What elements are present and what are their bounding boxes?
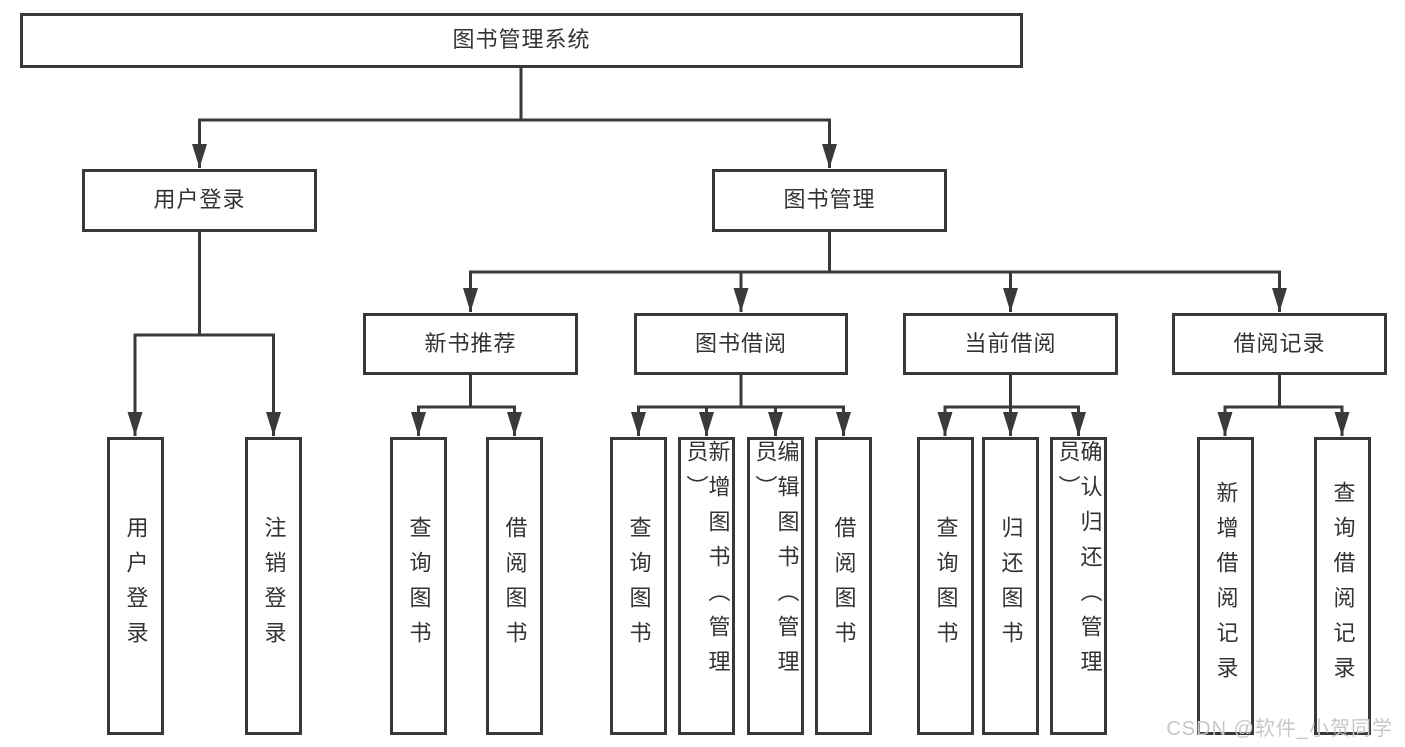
leaf-query-books-borrowing: 查询图书: [610, 437, 667, 735]
node-borrowing-records: 借阅记录: [1172, 313, 1387, 375]
leaf-borrow-books: 借阅图书: [815, 437, 872, 735]
connector-current-borrow-children: [937, 371, 1086, 436]
connector-user-login-children: [127, 228, 281, 436]
node-root-library-system: 图书管理系统: [20, 13, 1023, 68]
connector-borrow-records-children: [1217, 371, 1350, 436]
leaf-add-borrow-record: 新增借阅记录: [1197, 437, 1254, 735]
connector-root-to-level2: [192, 64, 837, 168]
leaf-query-borrow-record: 查询借阅记录: [1314, 437, 1371, 735]
node-user-login: 用户登录: [82, 169, 317, 232]
node-book-borrowing: 图书借阅: [634, 313, 848, 375]
node-book-management: 图书管理: [712, 169, 947, 232]
leaf-query-books-recommend: 查询图书: [390, 437, 447, 735]
connector-book-mgmt-children: [463, 228, 1287, 312]
leaf-borrow-books-recommend: 借阅图书: [486, 437, 543, 735]
connector-new-book-children: [411, 371, 522, 436]
node-current-borrowing: 当前借阅: [903, 313, 1118, 375]
leaf-confirm-return-admin: 确认归还（管理员）: [1050, 437, 1107, 735]
leaf-user-login: 用户登录: [107, 437, 164, 735]
leaf-query-books-current: 查询图书: [917, 437, 974, 735]
leaf-edit-books-admin: 编辑图书（管理员）: [747, 437, 804, 735]
node-new-book-recommend: 新书推荐: [363, 313, 578, 375]
leaf-add-books-admin: 新增图书（管理员）: [678, 437, 735, 735]
leaf-logout: 注销登录: [245, 437, 302, 735]
csdn-watermark: CSDN @软件_小贺同学: [1166, 718, 1393, 740]
leaf-return-books: 归还图书: [982, 437, 1039, 735]
connector-book-borrow-children: [631, 371, 851, 436]
